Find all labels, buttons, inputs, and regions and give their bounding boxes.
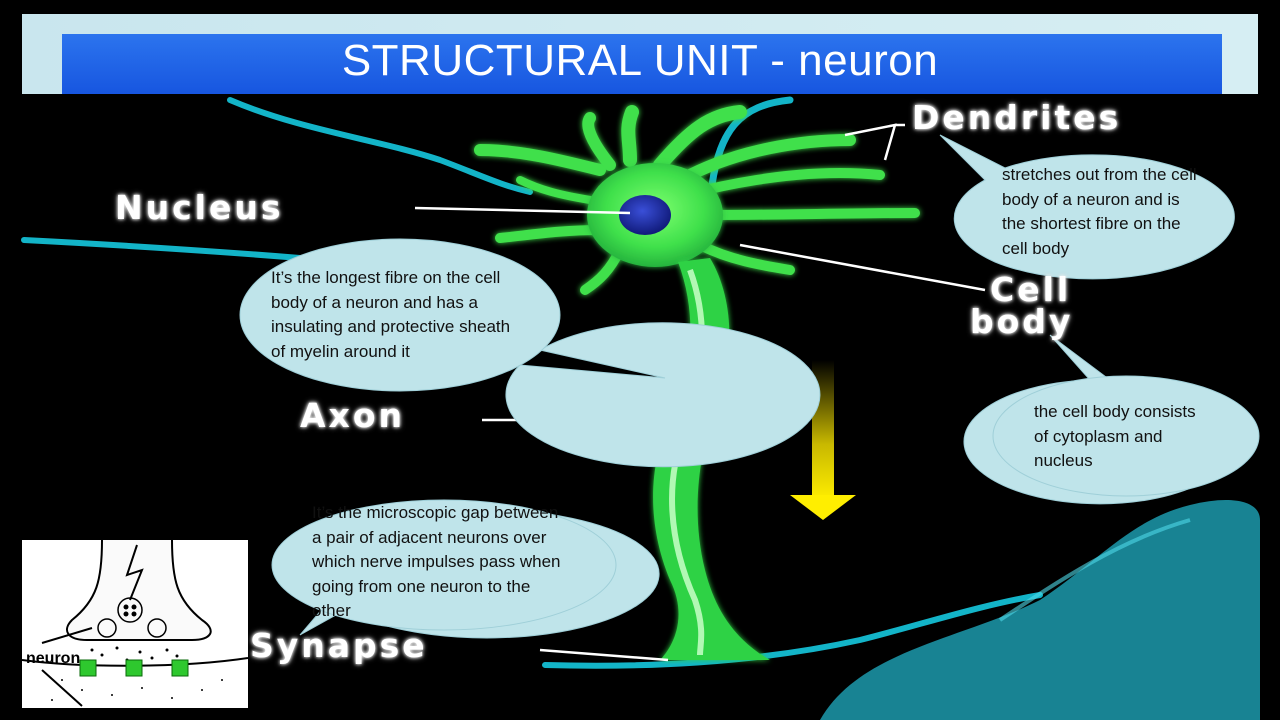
synapse-inset: neuron (22, 540, 248, 708)
title-band (62, 34, 1222, 94)
callout-cell-body: the cell body consists of cytoplasm and … (1034, 402, 1196, 470)
callout-bubble-axon (505, 322, 821, 468)
label-axon: Axon (300, 396, 405, 435)
label-nucleus: Nucleus (115, 188, 284, 227)
slide-title: STRUCTURAL UNIT - neuron (341, 36, 939, 85)
synapse-sketch (22, 540, 248, 707)
label-synapse: Synapse (250, 626, 428, 665)
title-bar (22, 14, 1258, 94)
label-body: body (970, 302, 1074, 341)
callout-bubble-dendrites (939, 134, 1235, 280)
nucleus-shape (619, 195, 671, 235)
label-dendrites: Dendrites (912, 98, 1122, 137)
callout-bubbles (239, 134, 1260, 639)
callout-dendrites: stretches out from the cell body of a ne… (1002, 165, 1197, 258)
inset-label: neuron (26, 650, 81, 667)
target-neuron (820, 500, 1260, 720)
callout-synapse: It’s the microscopic gap between a pair … (312, 503, 561, 620)
label-cell: Cell (990, 270, 1072, 309)
callout-axon: It’s the longest fibre on the cell body … (271, 268, 511, 361)
